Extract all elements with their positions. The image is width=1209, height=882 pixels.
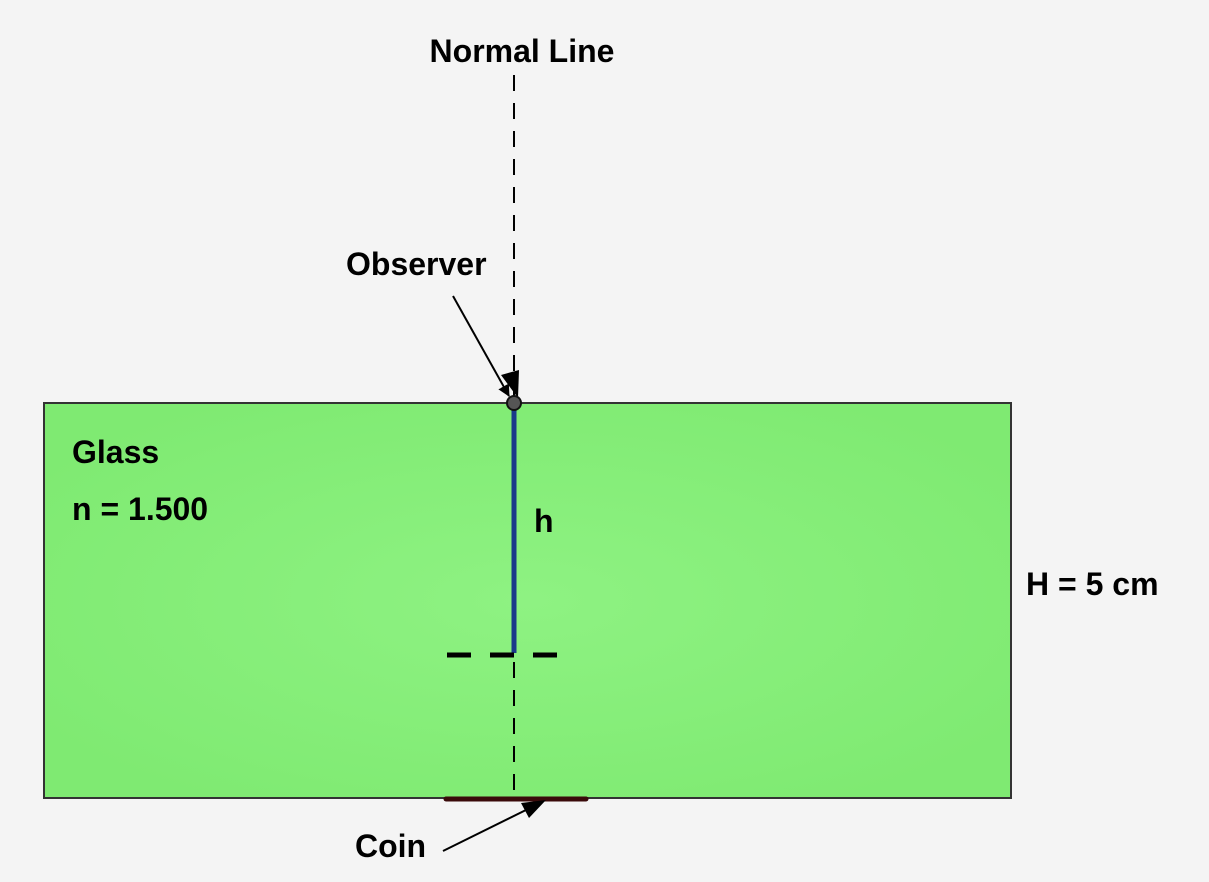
observer-arrowhead (501, 370, 519, 398)
coin-label: Coin (355, 828, 426, 864)
refractive-index-label: n = 1.500 (72, 491, 208, 527)
material-label: Glass (72, 434, 159, 470)
observer-arrow (452, 295, 510, 397)
observer-point (506, 395, 522, 411)
coin-arrow (442, 807, 531, 852)
observer-label: Observer (346, 246, 487, 282)
glass-slab (43, 402, 1012, 799)
coin-arrowhead (521, 800, 546, 818)
apparent-depth-label: h (534, 503, 554, 539)
thickness-label: H = 5 cm (1026, 566, 1159, 602)
normal-line-label: Normal Line (430, 33, 615, 69)
